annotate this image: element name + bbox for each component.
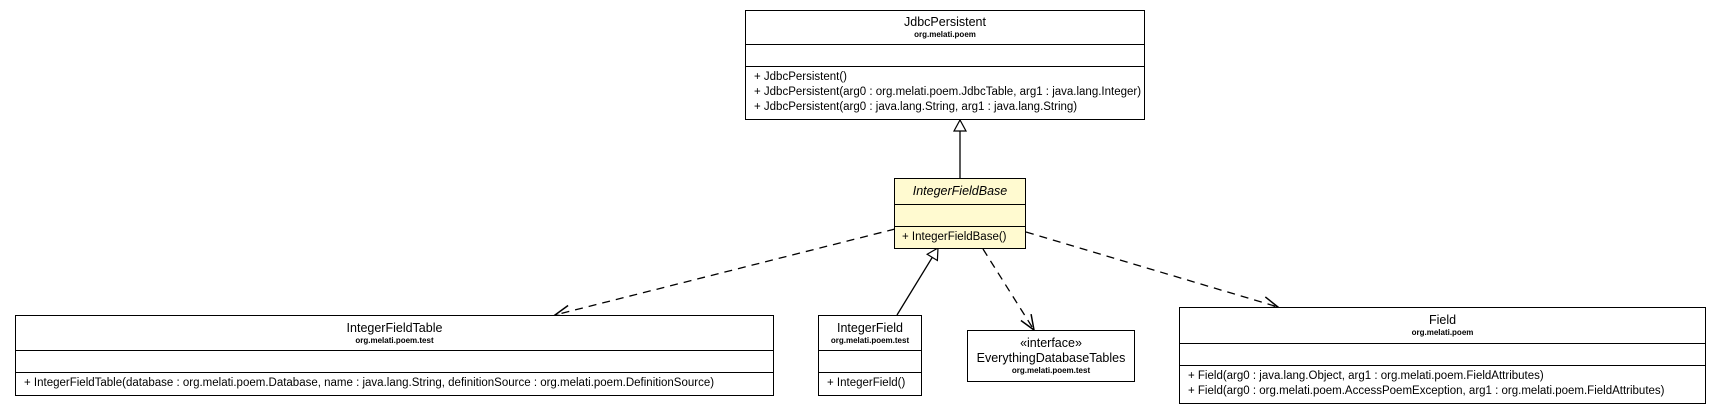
operation: + JdbcPersistent(arg0 : java.lang.String… [754, 101, 1078, 113]
class-jdbcpersistent[interactable]: JdbcPersistent org.melati.poem + JdbcPer… [745, 10, 1145, 120]
class-name: IntegerField [836, 320, 903, 335]
class-header: IntegerFieldBase [895, 179, 1025, 204]
class-name: Field [1428, 313, 1457, 327]
dependency-base-to-everythingdatabasetables [982, 248, 1034, 330]
class-integerfield[interactable]: IntegerField org.melati.poem.test + Inte… [818, 315, 922, 396]
package-name: org.melati.poem [1411, 328, 1474, 337]
stereotype-label: «interface» [1020, 336, 1082, 350]
package-name: org.melati.poem.test [355, 335, 434, 345]
class-name: IntegerFieldBase [912, 184, 1008, 198]
dependency-base-to-field [1025, 231, 1278, 307]
interface-everythingdatabasetables[interactable]: «interface» EverythingDatabaseTables org… [967, 330, 1135, 382]
operation: + IntegerField() [827, 377, 906, 389]
attributes-section [819, 350, 921, 372]
class-header: IntegerFieldTable org.melati.poem.test [16, 316, 773, 350]
class-field[interactable]: Field org.melati.poem + Field(arg0 : jav… [1179, 307, 1706, 404]
class-header: «interface» EverythingDatabaseTables org… [968, 331, 1134, 381]
operations-section: + JdbcPersistent() + JdbcPersistent(arg0… [746, 66, 1144, 118]
class-name: EverythingDatabaseTables [976, 351, 1126, 365]
operations-section: + IntegerFieldTable(database : org.melat… [16, 372, 773, 394]
operation: + IntegerFieldBase() [902, 231, 1007, 243]
operation: + IntegerFieldTable(database : org.melat… [24, 377, 715, 389]
class-integerfieldtable[interactable]: IntegerFieldTable org.melati.poem.test +… [15, 315, 774, 396]
class-integerfieldbase[interactable]: IntegerFieldBase + IntegerFieldBase() [894, 178, 1026, 249]
dependency-base-to-integerfieldtable [555, 228, 896, 315]
package-name: org.melati.poem.test [1011, 366, 1091, 375]
operation: + Field(arg0 : org.melati.poem.AccessPoe… [1188, 385, 1665, 397]
attributes-section [895, 204, 1025, 226]
operation: + JdbcPersistent(arg0 : org.melati.poem.… [754, 86, 1142, 98]
attributes-section [16, 350, 773, 372]
attributes-section [1180, 343, 1705, 365]
operation: + JdbcPersistent() [754, 71, 847, 83]
package-name: org.melati.poem.test [830, 335, 910, 345]
class-name: IntegerFieldTable [346, 320, 443, 335]
operations-section: + IntegerFieldBase() [895, 226, 1025, 247]
operations-section: + Field(arg0 : java.lang.Object, arg1 : … [1180, 365, 1705, 402]
class-header: IntegerField org.melati.poem.test [819, 316, 921, 350]
class-header: JdbcPersistent org.melati.poem [746, 11, 1144, 44]
attributes-section [746, 44, 1144, 66]
generalization-integerfield-to-base [896, 248, 938, 316]
class-name: JdbcPersistent [904, 15, 986, 29]
class-header: Field org.melati.poem [1180, 308, 1705, 343]
package-name: org.melati.poem [914, 30, 976, 39]
operation: + Field(arg0 : java.lang.Object, arg1 : … [1188, 370, 1544, 382]
operations-section: + IntegerField() [819, 372, 921, 394]
